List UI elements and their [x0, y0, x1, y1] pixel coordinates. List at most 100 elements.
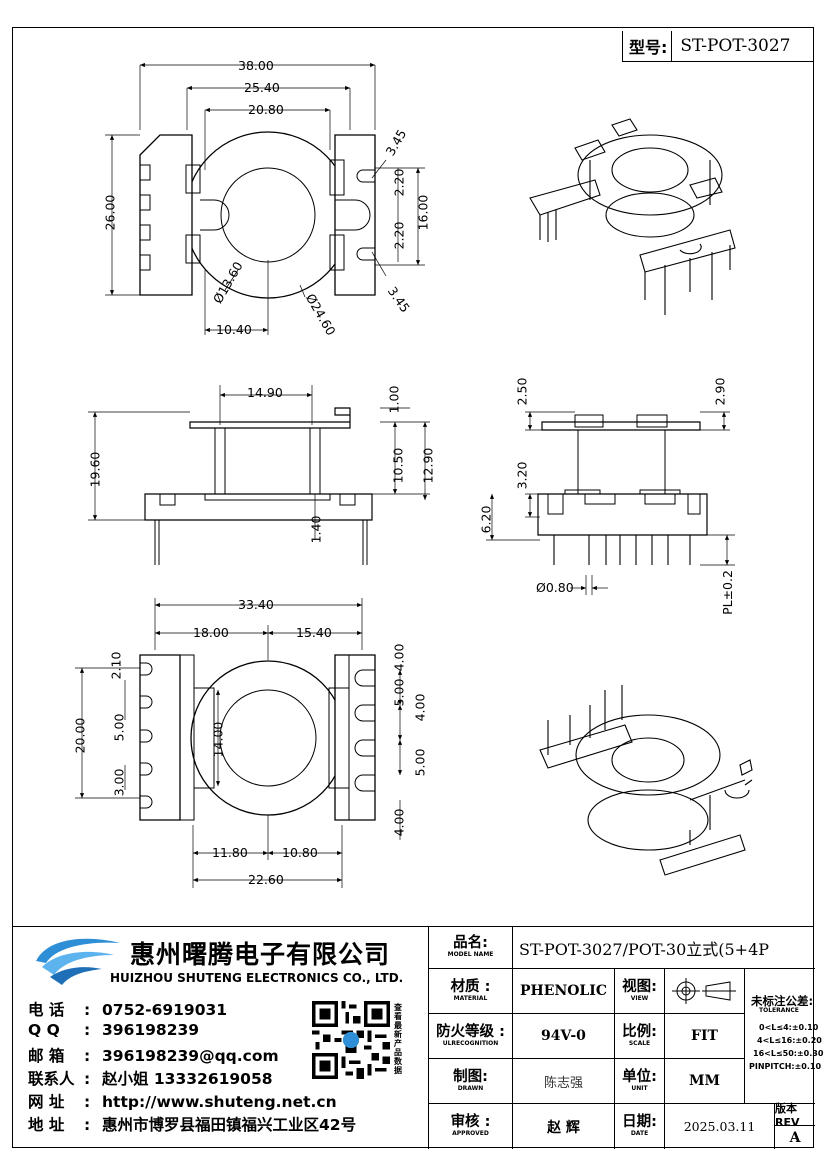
projection-symbol-cell: [665, 969, 745, 1014]
dim-5-00-c: 5.00: [412, 748, 428, 777]
material-cell: PHENOLIC: [513, 969, 615, 1014]
drawn-sub: DRAWN: [457, 1084, 484, 1092]
company-info: 惠州曙腾电子有限公司 HUIZHOU SHUTENG ELECTRONICS C…: [12, 927, 428, 1149]
approved-value: 赵 辉: [547, 1119, 580, 1136]
front-view: [88, 385, 430, 565]
scale-label: 比例:: [622, 1023, 657, 1040]
contact-website: 网 址:http://www.shuteng.net.cn: [28, 1090, 337, 1112]
fire-cell: 94V-0: [513, 1014, 615, 1059]
dim-2-20-a: 2.20: [391, 168, 407, 197]
tolerance-3: 16<L≤50:±0.30: [753, 1049, 824, 1058]
drawn-cell: 陈志强: [513, 1059, 615, 1104]
dim-dia-0-80: Ø0.80: [536, 580, 574, 595]
qr-caption: 查看最新产品数据: [394, 1003, 402, 1075]
drawn-label: 制图:: [453, 1068, 488, 1085]
tolerance-sub: TOLERANCE: [759, 1007, 799, 1014]
rev-label-cell: 版本REV: [775, 1102, 815, 1129]
contact-email-key: 邮 箱: [28, 1047, 65, 1065]
date-sub: DATE: [630, 1130, 649, 1137]
dim-2-10: 2.10: [108, 651, 124, 680]
title-grid: 品名: MODEL NAME ST-POT-3027/POT-30立式(5+4P…: [428, 927, 823, 1149]
date-label: 日期:: [622, 1114, 657, 1130]
qr-code[interactable]: [312, 1001, 390, 1079]
material-label: 材质 :: [450, 978, 491, 995]
rev-value: A: [789, 1129, 801, 1146]
dim-15-40: 15.40: [296, 625, 332, 640]
dim-10-40: 10.40: [216, 322, 252, 337]
contact-qq-key: Q Q: [28, 1021, 60, 1039]
dim-2-90: 2.90: [712, 377, 728, 406]
scale-value: FIT: [691, 1028, 718, 1044]
dim-20-80: 20.80: [248, 102, 284, 117]
unit-value: MM: [689, 1073, 720, 1089]
model-value: ST-POT-3027: [680, 36, 791, 56]
product-name-sub: MODEL NAME: [447, 951, 494, 958]
contact-address-key: 地 址: [28, 1116, 65, 1134]
tolerance-2: 4<L≤16:±0.20: [757, 1036, 822, 1045]
approved-label: 审核 :: [450, 1114, 491, 1130]
contact-person-value: 赵小姐 13332619058: [102, 1070, 273, 1088]
dim-25-40: 25.40: [244, 80, 280, 95]
material-value: PHENOLIC: [520, 983, 607, 999]
contact-address: 地 址:惠州市博罗县福田镇福兴工业区42号: [28, 1113, 356, 1135]
dim-14-00: 14.00: [210, 721, 226, 758]
dim-10-50: 10.50: [390, 447, 406, 484]
dim-10-80: 10.80: [282, 845, 318, 860]
company-logo: [36, 938, 120, 985]
product-name-label: 品名:: [453, 935, 488, 951]
contact-person: 联系人:赵小姐 13332619058: [28, 1067, 273, 1089]
dim-22-60: 22.60: [248, 872, 284, 887]
dim-33-40: 33.40: [238, 597, 274, 612]
product-name-label-cell: 品名: MODEL NAME: [429, 927, 513, 969]
projection-symbol-icon: [671, 978, 736, 1004]
view-label-cell: 视图: VIEW: [615, 969, 665, 1014]
unit-label: 单位:: [622, 1068, 657, 1085]
drawn-value: 陈志强: [543, 1075, 583, 1091]
approved-cell: 赵 辉: [513, 1104, 615, 1149]
fire-sub: ULRECOGNITION: [442, 1039, 499, 1047]
dim-11-80: 11.80: [212, 845, 248, 860]
approved-sub: APPROVED: [452, 1130, 489, 1137]
contact-email-value: 396198239@qq.com: [102, 1047, 279, 1065]
title-block: 惠州曙腾电子有限公司 HUIZHOU SHUTENG ELECTRONICS C…: [12, 926, 823, 1149]
tolerance-cell: [745, 969, 815, 1104]
unit-label-cell: 单位: UNIT: [615, 1059, 665, 1104]
dim-4-00-c: 4.00: [391, 808, 407, 837]
contact-qq-value: 396198239: [102, 1021, 200, 1039]
dim-20-00: 20.00: [72, 717, 88, 754]
contact-qq: Q Q:396198239: [28, 1021, 200, 1039]
contact-phone-value: 0752-6919031: [102, 1001, 228, 1019]
material-label-cell: 材质 : MATERIAL: [429, 969, 513, 1014]
scale-cell: FIT: [665, 1014, 745, 1059]
dim-4-00-a: 4.00: [391, 643, 407, 672]
model-number-box: 型号: ST-POT-3027: [622, 31, 814, 62]
dim-2-50: 2.50: [514, 377, 530, 406]
company-name-cn: 惠州曙腾电子有限公司: [130, 940, 391, 969]
rev-cell: A: [775, 1126, 815, 1149]
dim-38: 38.00: [238, 58, 274, 73]
dim-3-20: 3.20: [514, 461, 530, 490]
contact-phone-key: 电 话: [28, 1001, 65, 1019]
dim-5-00-a: 5.00: [391, 678, 407, 707]
dim-pl: PL±0.2: [719, 570, 735, 615]
contact-website-value: http://www.shuteng.net.cn: [102, 1093, 337, 1111]
isometric-view-top: [529, 118, 736, 315]
tolerance-1: 0<L≤4:±0.10: [759, 1023, 819, 1032]
dim-12-90: 12.90: [420, 447, 436, 484]
dim-6-20: 6.20: [478, 505, 494, 534]
drawn-label-cell: 制图: DRAWN: [429, 1059, 513, 1104]
technical-drawing: [75, 62, 753, 888]
unit-sub: UNIT: [631, 1084, 648, 1092]
tolerance-4: PINPITCH:±0.10: [749, 1062, 822, 1071]
unit-cell: MM: [665, 1059, 745, 1104]
dim-26: 26.00: [102, 194, 118, 231]
view-label: 视图:: [622, 978, 657, 995]
contact-address-value: 惠州市博罗县福田镇福兴工业区42号: [102, 1116, 357, 1134]
dim-5-00-b: 5.00: [111, 713, 127, 742]
contact-person-key: 联系人: [28, 1070, 75, 1088]
tolerance-title: 未标注公差:: [751, 994, 814, 1008]
date-label-cell: 日期: DATE: [615, 1104, 665, 1149]
scale-label-cell: 比例: SCALE: [615, 1014, 665, 1059]
product-name-cell: ST-POT-3027/POT-30立式(5+4P: [513, 927, 815, 969]
dim-19-60: 19.60: [87, 451, 103, 488]
